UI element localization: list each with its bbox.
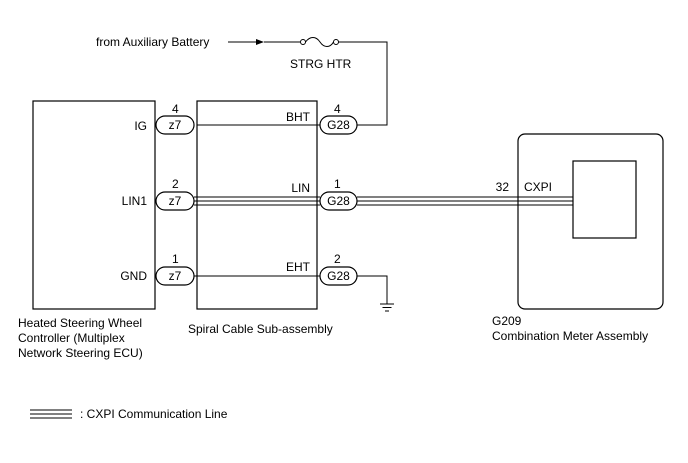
connector-z7-gnd [155, 266, 195, 286]
spiral-pin-lin: 1 [334, 177, 341, 191]
ecu-name-line-1: Heated Steering Wheel [18, 316, 142, 330]
connector-g28-eht-label: G28 [327, 269, 350, 283]
ecu-pin-ig: 4 [172, 102, 179, 116]
fuse-to-bht-wire [338, 41, 388, 126]
ground-icon [380, 303, 394, 312]
arrow-right-icon [228, 39, 264, 45]
ecu-terminal-ig: IG [134, 119, 147, 133]
connector-g28-bht-label: G28 [327, 118, 350, 132]
connector-z7-ig [155, 115, 195, 135]
connector-z7-gnd-label: z7 [169, 269, 182, 283]
connector-g28-lin-label: G28 [327, 194, 350, 208]
spiral-terminal-bht: BHT [286, 110, 311, 124]
ecu-name-line-2: Controller (Multiplex [18, 331, 125, 345]
spiral-pin-eht: 2 [334, 252, 341, 266]
spiral-name: Spiral Cable Sub-assembly [188, 322, 333, 336]
cxpi-line-ecu-spiral [194, 196, 320, 206]
meter-inner-box [572, 160, 637, 239]
connector-z7-ig-label: z7 [169, 118, 182, 132]
ecu-name-line-3: Network Steering ECU) [18, 346, 143, 360]
fuse-icon [300, 37, 339, 47]
connector-z7-lin-label: z7 [169, 194, 182, 208]
cxpi-line-spiral-meter [357, 196, 573, 206]
ecu-pin-lin1: 2 [172, 177, 179, 191]
fuse-label: STRG HTR [290, 57, 352, 71]
cxpi-legend-swatch [30, 409, 72, 419]
meter-terminal-cxpi: CXPI [524, 180, 552, 194]
meter-code: G209 [492, 314, 522, 328]
ecu-terminal-gnd: GND [120, 269, 147, 283]
ecu-pin-gnd: 1 [172, 252, 179, 266]
ecu-box [32, 100, 156, 310]
ecu-terminal-lin1: LIN1 [122, 194, 148, 208]
spiral-terminal-lin: LIN [291, 181, 310, 195]
source-label: from Auxiliary Battery [96, 35, 209, 49]
connector-g28-bht [319, 115, 358, 135]
spiral-terminal-eht: EHT [286, 260, 311, 274]
meter-name: Combination Meter Assembly [492, 329, 648, 343]
spiral-pin-bht: 4 [334, 102, 341, 116]
connector-z7-lin [155, 191, 195, 211]
legend-text: : CXPI Communication Line [80, 407, 228, 421]
eht-to-ground-wire [357, 275, 388, 304]
meter-pin-cxpi: 32 [496, 180, 510, 194]
